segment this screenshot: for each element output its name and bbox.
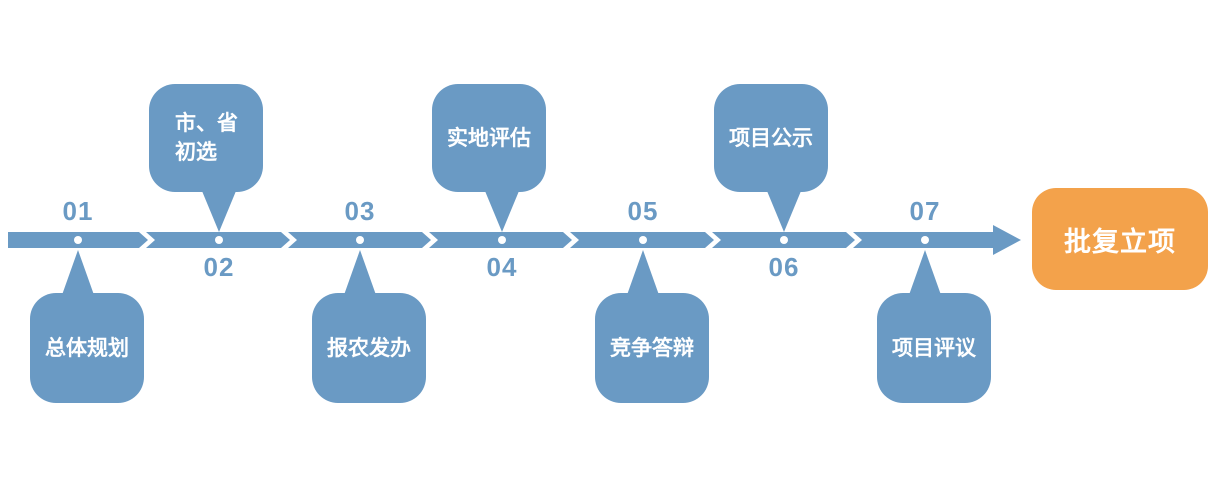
callout-step-04: 实地评估 (432, 84, 546, 192)
step-number-02: 02 (203, 252, 235, 282)
callout-pointer-step-02 (202, 191, 236, 232)
result-box: 批复立项 (1032, 188, 1208, 290)
callout-pointer-step-04 (485, 191, 519, 232)
callout-label-step-01: 总体规划 (45, 336, 129, 360)
step-number-01: 01 (62, 196, 94, 226)
step-dot-7 (921, 236, 929, 244)
step-number-06: 06 (768, 252, 800, 282)
callout-label-step-04: 实地评估 (447, 126, 531, 150)
callout-pointer-step-01 (62, 250, 94, 295)
step-dot-1 (74, 236, 82, 244)
callout-pointer-step-03 (344, 250, 376, 295)
callout-pointer-step-06 (767, 191, 801, 232)
callout-label-step-02: 市、省 初选 (175, 112, 238, 164)
callout-step-07: 项目评议 (877, 293, 991, 403)
step-dot-2 (215, 236, 223, 244)
callout-step-01: 总体规划 (30, 293, 144, 403)
callout-pointer-step-05 (627, 250, 659, 295)
step-dot-4 (498, 236, 506, 244)
step-number-05: 05 (627, 196, 659, 226)
callout-label-step-07: 项目评议 (892, 336, 976, 360)
step-dot-5 (639, 236, 647, 244)
step-dot-6 (780, 236, 788, 244)
step-dot-3 (356, 236, 364, 244)
callout-label-step-06: 项目公示 (729, 126, 813, 150)
result-label: 批复立项 (1064, 226, 1176, 257)
callout-step-03: 报农发办 (312, 293, 426, 403)
callout-pointer-step-07 (909, 250, 941, 295)
callout-step-06: 项目公示 (714, 84, 828, 192)
callout-step-05: 竞争答辩 (595, 293, 709, 403)
arrow-segment-7-head (853, 225, 1021, 255)
step-number-03: 03 (344, 196, 376, 226)
callout-step-02: 市、省 初选 (149, 84, 263, 192)
callout-label-step-05: 竞争答辩 (610, 336, 694, 360)
step-number-04: 04 (486, 252, 518, 282)
step-number-07: 07 (909, 196, 941, 226)
callout-label-step-03: 报农发办 (327, 336, 411, 360)
